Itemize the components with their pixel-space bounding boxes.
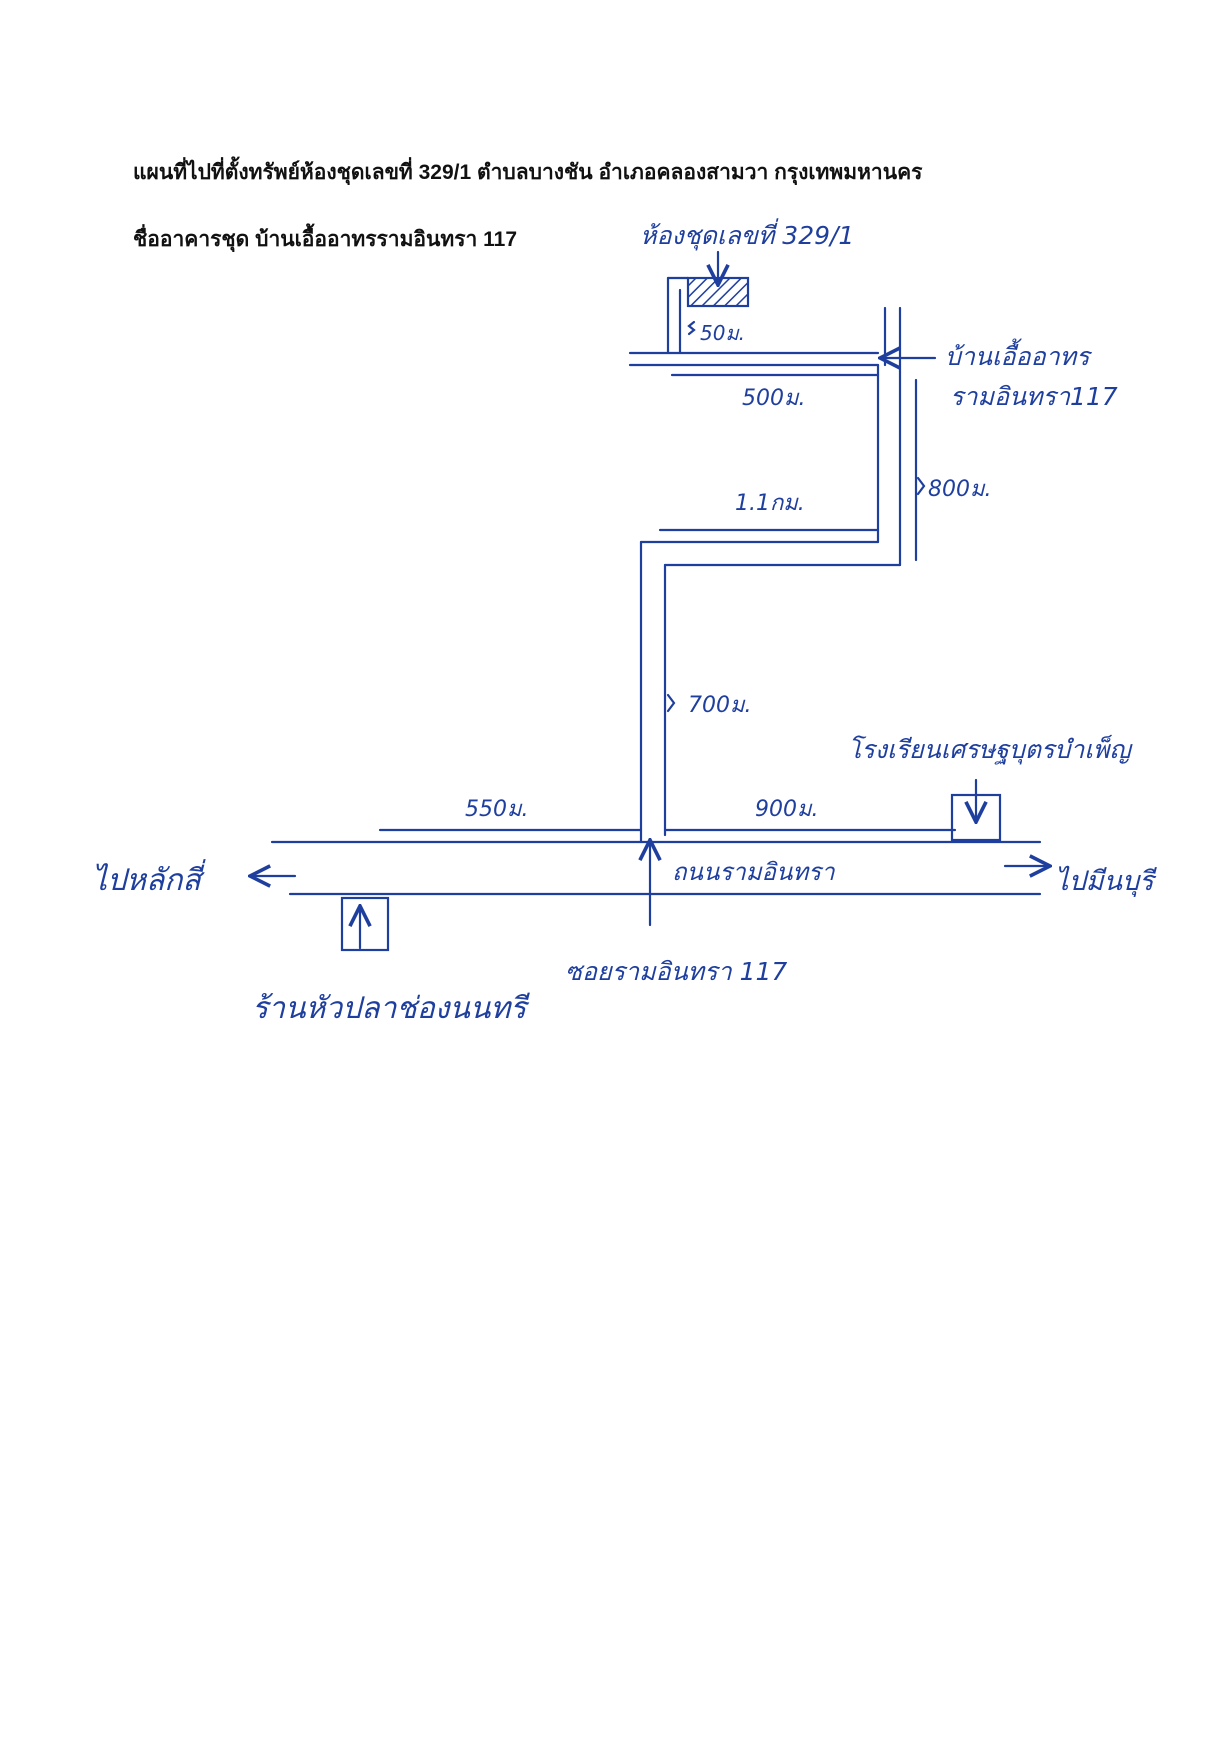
label-main-road: ถนนรามอินทรา bbox=[672, 858, 836, 886]
label-restaurant: ร้านหัวปลาช่องนนทรี bbox=[252, 991, 530, 1026]
unit-box bbox=[686, 276, 750, 308]
distance-550: 550ม. bbox=[465, 797, 529, 822]
tick-50 bbox=[687, 320, 696, 336]
tick-700 bbox=[666, 693, 676, 713]
page-title: แผนที่ไปที่ตั้งทรัพย์ห้องชุดเลขที่ 329/1… bbox=[133, 161, 923, 184]
distance-50: 50ม. bbox=[700, 321, 745, 345]
label-project-line1: บ้านเอื้ออาทร bbox=[945, 338, 1092, 371]
label-unit: ห้องชุดเลขที่ 329/1 bbox=[640, 218, 854, 251]
distance-1100: 1.1กม. bbox=[735, 491, 805, 516]
distance-500: 500ม. bbox=[742, 386, 806, 411]
label-soi: ซอยรามอินทรา 117 bbox=[565, 957, 787, 986]
label-project-line2: รามอินทรา117 bbox=[950, 382, 1118, 411]
building-name: ชื่ออาคารชุด บ้านเอื้ออาทรรามอินทรา 117 bbox=[133, 228, 518, 251]
distance-700: 700ม. bbox=[688, 693, 752, 718]
label-school: โรงเรียนเศรษฐบุตรบำเพ็ญ bbox=[848, 734, 1133, 765]
tick-800 bbox=[916, 476, 926, 496]
distance-900: 900ม. bbox=[755, 797, 819, 822]
distance-800: 800ม. bbox=[928, 477, 992, 502]
restaurant-box bbox=[340, 896, 390, 952]
label-to-laksi: ไปหลักสี่ bbox=[92, 859, 206, 898]
label-to-minburi: ไปมีนบุรี bbox=[1055, 865, 1158, 898]
